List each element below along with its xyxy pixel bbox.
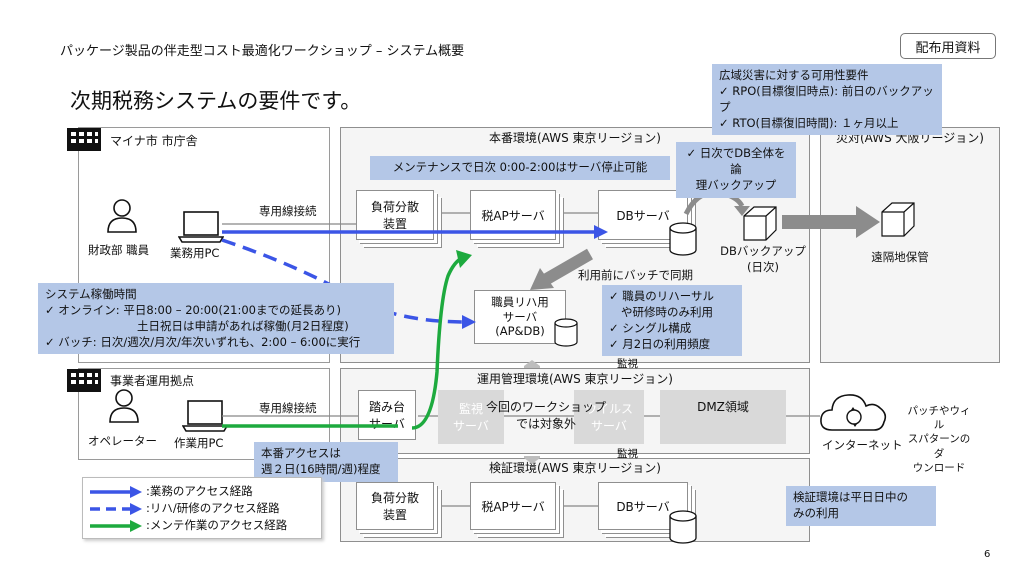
uptime-batch: ✓ バッチ: 日次/週次/月次/年次いずれも、2:00 – 6:00に実行 xyxy=(45,334,361,349)
backup-label-2: (日次) xyxy=(747,260,779,274)
virus-line1: ウイルス xyxy=(584,402,633,416)
sync-note: 利用前にバッチで同期 xyxy=(578,268,693,282)
legend-maintenance: :メンテ作業のアクセス経路 xyxy=(146,518,288,532)
virus-server-box: ウイルス サーバ xyxy=(574,390,644,444)
backup-note-line2: 理バックアップ xyxy=(695,177,777,192)
backup-label-1: DBバックアップ xyxy=(720,244,806,258)
internet-label: インターネット xyxy=(822,438,903,452)
stg-app-box: 税APサーバ xyxy=(470,482,556,530)
city-line-label: 専用線接続 xyxy=(259,204,317,218)
rehearsal-line2: サーバ xyxy=(502,309,538,324)
ops-title: 運用管理環境(AWS 東京リージョン) xyxy=(477,372,673,386)
city-hall-label: マイナ市 市庁舎 xyxy=(110,134,198,148)
stg-lb-box: 負荷分散 装置 xyxy=(356,482,434,530)
rehearsal-note-2: や研修時のみ利用 xyxy=(621,304,713,319)
operator-user-label: オペレーター xyxy=(88,434,157,448)
monitor-line1: 監視 xyxy=(458,402,483,416)
uptime-callout: システム稼働時間 ✓ オンライン: 平日8:00 – 20:00(21:00まで… xyxy=(38,283,394,355)
access-callout: 本番アクセスは 週２日(16時間/週)程度 xyxy=(254,442,398,482)
dmz-zone: DMZ領域 xyxy=(660,390,786,444)
staging-callout: 検証環境は平日日中の みの利用 xyxy=(786,486,936,526)
building-icon xyxy=(66,125,102,155)
laptop-icon xyxy=(177,211,225,247)
out-of-scope-line2: では対象外 xyxy=(515,417,576,431)
slide-title: 次期税務システムの要件です。 xyxy=(70,89,362,113)
virus-line2: サーバ xyxy=(591,419,627,433)
uptime-weekend: 土日祝日は申請があれば稼働(月2日程度) xyxy=(137,318,349,333)
out-of-scope-line1: 今回のワークショップ xyxy=(485,400,606,415)
prod-db-box: DBサーバ xyxy=(598,190,688,240)
monitor-server-box: 監視 サーバ xyxy=(438,390,504,444)
prod-lb-line1: 負荷分散 xyxy=(370,200,419,214)
monitor-label-top: 監視 xyxy=(617,358,638,370)
staging-note-2: みの利用 xyxy=(793,505,839,520)
uptime-online: ✓ オンライン: 平日8:00 – 20:00(21:00までの延長あり) xyxy=(45,302,341,317)
rehearsal-note-3: ✓ シングル構成 xyxy=(609,320,692,335)
legend-rehearsal: :リハ/研修のアクセス経路 xyxy=(146,501,280,515)
database-icon xyxy=(668,510,698,548)
download-note: パッチやウィル スパターンのダ ウンロード xyxy=(904,404,974,475)
operator-site-label: 事業者運用拠点 xyxy=(110,374,195,388)
database-icon xyxy=(668,222,698,260)
rehearsal-note-1: ✓ 職員のリハーサル xyxy=(609,289,715,303)
operator-line-label: 専用線接続 xyxy=(259,401,317,415)
city-user-label: 財政部 職員 xyxy=(88,243,150,257)
backup-callout: ✓ 日次でDB全体を論 理バックアップ xyxy=(676,142,796,198)
rehearsal-server-box: 職員リハ用 サーバ (AP&DB) xyxy=(474,290,566,344)
maintenance-callout: メンテナンスで日次 0:00-2:00はサーバ停止可能 xyxy=(370,156,670,180)
availability-rpo: ✓ RPO(目標復旧時点): 前日のバックアップ xyxy=(719,83,934,114)
access-line1: 本番アクセスは xyxy=(261,446,341,460)
storage-cube-icon xyxy=(878,200,918,244)
distribution-badge: 配布用資料 xyxy=(900,33,996,59)
monitor-label-bottom: 監視 xyxy=(617,448,638,460)
bastion-line1: 踏み台 xyxy=(368,400,405,414)
building-icon xyxy=(66,366,102,396)
legend-swatches xyxy=(90,486,142,532)
database-icon xyxy=(553,318,579,352)
rehearsal-note-4: ✓ 月2日の利用頻度 xyxy=(609,336,711,351)
legend-business: :業務のアクセス経路 xyxy=(146,484,253,498)
staging-title: 検証環境(AWS 東京リージョン) xyxy=(489,461,661,475)
slide-subtitle: パッケージ製品の伴走型コスト最適化ワークショップ – システム概要 xyxy=(60,44,465,59)
laptop-icon xyxy=(181,400,229,436)
user-icon xyxy=(108,388,140,428)
download-line3: ウンロード xyxy=(912,461,966,474)
city-pc-label: 業務用PC xyxy=(170,246,220,260)
availability-title: 広域災害に対する可用性要件 xyxy=(719,68,869,82)
bastion-server-box: 踏み台 サーバ xyxy=(358,390,416,440)
out-of-scope-note: 今回のワークショップ では対象外 xyxy=(480,396,612,436)
dr-storage-label: 遠隔地保管 xyxy=(871,250,929,264)
production-title: 本番環境(AWS 東京リージョン) xyxy=(489,131,661,145)
availability-rto: ✓ RTO(目標復旧時間): １ヶ月以上 xyxy=(719,115,899,130)
staging-note-1: 検証環境は平日日中の xyxy=(793,490,908,504)
monitor-line2: サーバ xyxy=(453,419,489,433)
uptime-title: システム稼働時間 xyxy=(45,287,137,301)
download-line2: スパターンのダ xyxy=(907,433,971,460)
download-line1: パッチやウィル xyxy=(907,405,971,432)
operator-pc-label: 作業用PC xyxy=(174,436,224,450)
rehearsal-line3: (AP&DB) xyxy=(495,324,545,339)
internet-cloud-icon xyxy=(818,388,890,438)
stg-lb-line2: 装置 xyxy=(382,508,407,522)
dr-env xyxy=(820,127,1000,363)
rehearsal-line1: 職員リハ用 xyxy=(491,294,549,309)
backup-cube-icon xyxy=(740,204,780,248)
availability-callout: 広域災害に対する可用性要件 ✓ RPO(目標復旧時点): 前日のバックアップ ✓… xyxy=(712,64,942,136)
user-icon xyxy=(106,198,138,238)
access-line2: 週２日(16時間/週)程度 xyxy=(261,461,381,476)
page-number: 6 xyxy=(984,549,991,560)
prod-lb-line2: 装置 xyxy=(382,217,407,231)
backup-note-line1: ✓ 日次でDB全体を論 xyxy=(686,146,786,176)
stg-lb-line1: 負荷分散 xyxy=(370,491,419,505)
rehearsal-callout: ✓ 職員のリハーサル や研修時のみ利用 ✓ シングル構成 ✓ 月2日の利用頻度 xyxy=(602,285,742,357)
